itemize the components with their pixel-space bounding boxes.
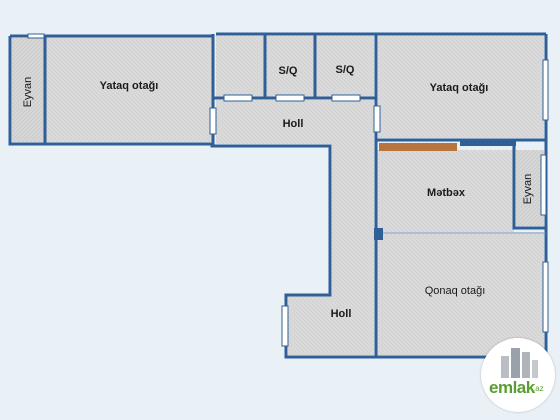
room-labels: Eyvan Yataq otağı S/Q S/Q Yataq otağı Ho… [22,64,534,320]
room-label-kitchen: Mətbəx [427,187,466,199]
bathroom-2-floor [316,36,374,98]
bedroom-left-floor [46,36,212,142]
logo-tld: .az [533,384,544,393]
window [27,33,45,39]
room-label-balcony-right: Eyvan [522,174,534,205]
room-label-hall-lower: Holl [331,308,352,320]
window [281,305,289,347]
living-room-floor [376,234,544,355]
hall-floor [216,100,374,355]
door [275,94,305,102]
room-label-bathroom-2: S/Q [336,64,355,76]
room-label-hall-upper: Holl [283,118,304,130]
doors [223,94,361,102]
wall-segment [460,139,516,146]
floors [12,36,544,355]
kitchen-counter [379,143,457,151]
room-label-bedroom-left: Yataq otağı [100,80,159,92]
window [209,107,217,135]
storage-floor [216,36,264,98]
room-label-living-room: Qonaq otağı [425,285,486,297]
room-label-balcony-left: Eyvan [22,77,34,108]
bedroom-right-floor [378,36,544,138]
door [223,94,253,102]
buildings-icon [501,348,538,378]
windows [27,33,549,347]
kitchen-floor [376,150,514,232]
window [373,105,381,133]
room-label-bathroom-1: S/Q [279,65,298,77]
balcony-left-floor [12,38,44,142]
room-label-bedroom-right: Yataq otağı [430,82,489,94]
window [542,261,549,333]
balcony-right-floor [516,150,544,226]
bathroom-1-floor [266,36,314,98]
logo-brand: emlak [489,378,535,397]
window [540,154,547,216]
door [331,94,361,102]
balcony-right-wall [512,140,546,230]
window [542,59,549,121]
column [374,228,383,240]
emlak-logo: emlak .az [481,338,555,412]
